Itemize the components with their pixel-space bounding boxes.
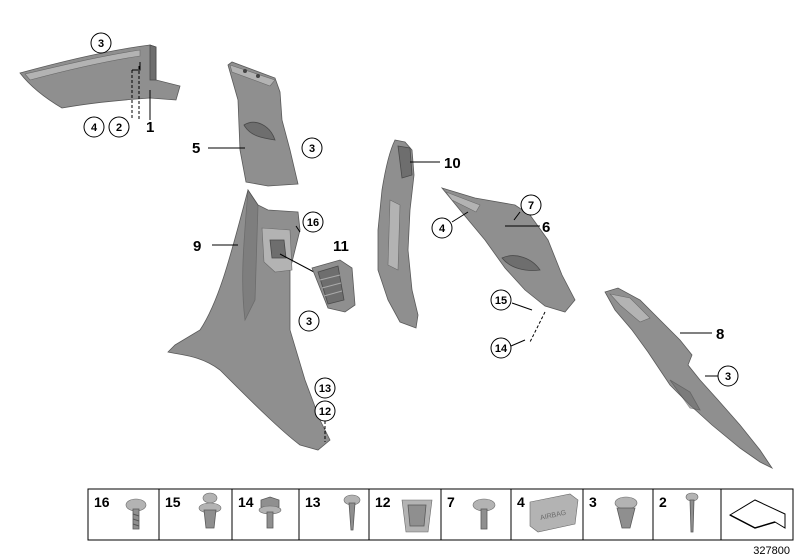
leader-7 — [513, 211, 521, 221]
legend-num-3: 3 — [589, 494, 597, 510]
part-11-grille — [311, 259, 356, 313]
legend-num-16: 16 — [94, 494, 110, 510]
svg-text:3: 3 — [309, 143, 315, 155]
leader-15 — [511, 302, 533, 311]
leader-14b — [510, 339, 526, 347]
fastener-3-clip — [614, 496, 638, 529]
part-9-trim — [167, 188, 331, 451]
svg-text:16: 16 — [307, 217, 319, 229]
svg-text:4: 4 — [439, 223, 446, 235]
legend-num-4: 4 — [517, 494, 525, 510]
part-5-trim — [227, 61, 299, 187]
part-1-trim — [19, 44, 181, 109]
callout-2-top: 2 — [108, 116, 130, 138]
leader-14 — [529, 311, 546, 343]
legend-num-12: 12 — [375, 494, 391, 510]
svg-text:3: 3 — [98, 38, 104, 50]
svg-text:15: 15 — [495, 295, 507, 307]
fastener-2-screw — [685, 492, 699, 533]
svg-text:13: 13 — [319, 383, 331, 395]
legend-num-2: 2 — [659, 494, 667, 510]
legend-num-7: 7 — [447, 494, 455, 510]
part-8-trim — [604, 287, 774, 470]
svg-text:7: 7 — [528, 200, 534, 212]
callout-3-d: 3 — [717, 365, 739, 387]
fastener-13-screw — [343, 494, 361, 531]
callout-14-main: 14 — [490, 337, 512, 359]
leader-16 — [295, 225, 301, 233]
parts-set-symbol — [728, 499, 786, 529]
callout-4-mid: 4 — [431, 217, 453, 239]
callout-4-top: 4 — [83, 116, 105, 138]
label-1: 1 — [146, 119, 154, 136]
part-6-trim — [440, 187, 576, 313]
fastener-15-clip — [198, 492, 222, 529]
svg-text:14: 14 — [495, 343, 508, 355]
leader-11 — [279, 253, 315, 273]
label-10: 10 — [444, 155, 461, 172]
callout-3-b: 3 — [301, 137, 323, 159]
label-11: 11 — [333, 238, 349, 255]
svg-text:3: 3 — [306, 316, 312, 328]
fastener-12-clip — [401, 499, 433, 533]
label-5: 5 — [192, 140, 200, 157]
label-6: 6 — [542, 219, 550, 236]
diagram-code: 327800 — [753, 545, 790, 557]
callout-16-main: 16 — [302, 211, 324, 233]
fastener-16-screw — [125, 498, 147, 530]
callout-3-a: 3 — [90, 32, 112, 54]
legend-num-13: 13 — [305, 494, 321, 510]
fastener-7-screw — [472, 498, 496, 530]
fastener-14-screw — [258, 496, 282, 529]
leader-4-mid — [451, 211, 469, 223]
callout-15-main: 15 — [490, 289, 512, 311]
svg-text:12: 12 — [319, 406, 331, 418]
svg-text:3: 3 — [725, 371, 731, 383]
legend-num-14: 14 — [238, 494, 254, 510]
label-9: 9 — [193, 238, 201, 255]
legend-num-15: 15 — [165, 494, 181, 510]
svg-text:4: 4 — [91, 122, 98, 134]
airbag-badge: AIRBAG — [529, 493, 579, 533]
label-8: 8 — [716, 326, 724, 343]
callout-12-main: 12 — [314, 400, 336, 422]
callout-13-main: 13 — [314, 377, 336, 399]
callout-3-c: 3 — [298, 310, 320, 332]
callout-7-main: 7 — [520, 194, 542, 216]
part-10-trim — [377, 139, 419, 329]
svg-text:2: 2 — [116, 122, 122, 134]
leader-2-hook — [132, 62, 141, 71]
